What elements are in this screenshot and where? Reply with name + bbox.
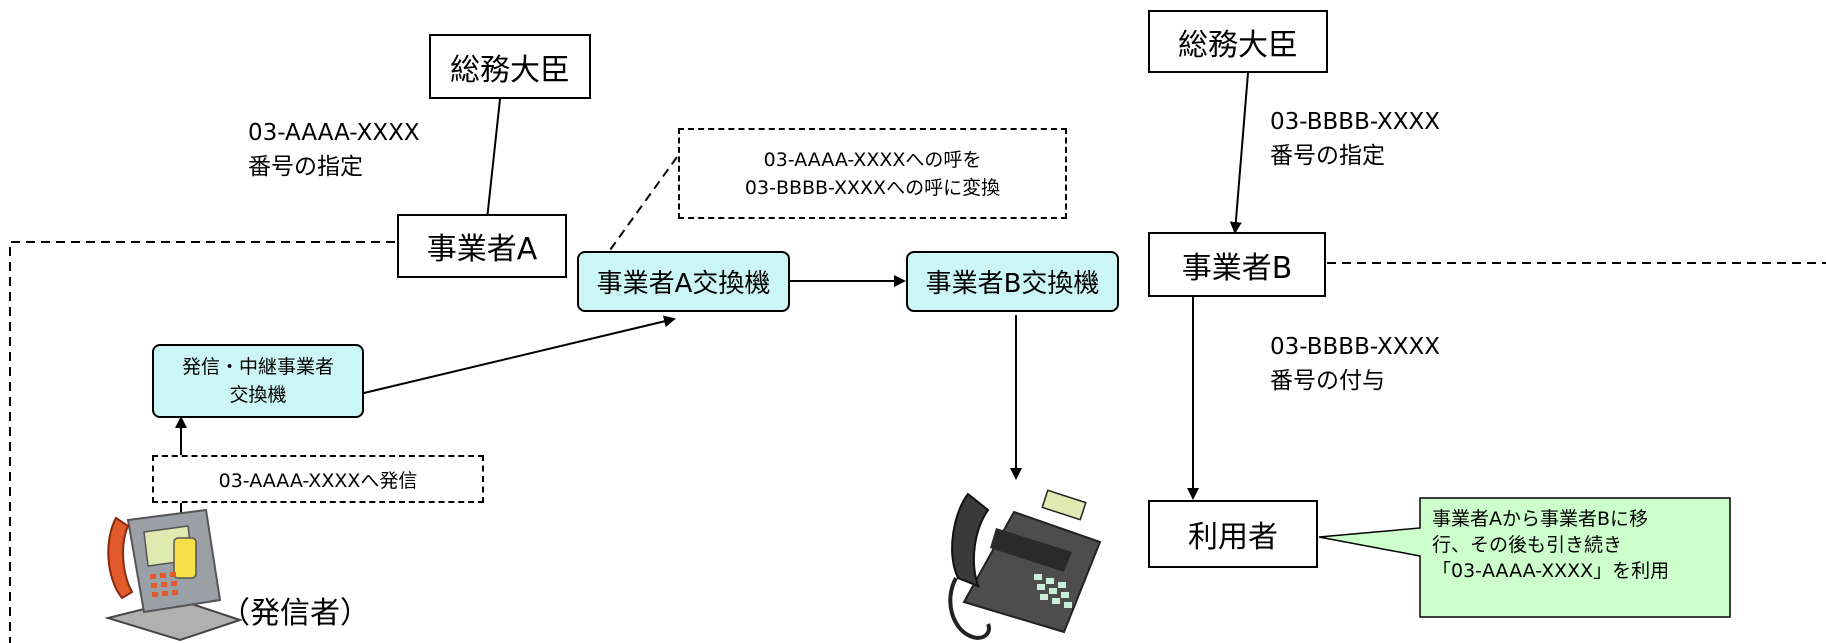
dial-note: 03-AAAA-XXXXへ発信 <box>152 455 484 503</box>
conversion-note-text: 03-AAAA-XXXXへの呼を 03-BBBB-XXXXへの呼に変換 <box>744 148 1001 199</box>
carrier-a-box: 事業者A <box>397 214 567 278</box>
carrier-a-boundary <box>9 241 395 643</box>
carrier-b-switch-label: 事業者B交換機 <box>925 269 1100 299</box>
callout-bubble <box>1318 497 1731 618</box>
conversion-note-leader <box>604 156 678 258</box>
minister-b-label: 総務大臣 <box>1178 27 1298 63</box>
number-grant-label: 03-BBBB-XXXX 番号の付与 <box>1270 334 1441 394</box>
user-box: 利用者 <box>1148 500 1318 568</box>
user-label: 利用者 <box>1188 520 1278 555</box>
arrow-minister-to-carrier-b <box>1229 72 1249 234</box>
payphone-icon <box>104 508 244 642</box>
minister-a-label: 総務大臣 <box>450 52 570 88</box>
arrow-relay-to-switch-a <box>363 315 676 394</box>
carrier-a-label: 事業者A <box>426 232 538 267</box>
caller-label: （発信者） <box>220 596 370 631</box>
relay-switch: 発信・中継事業者 交換機 <box>152 344 364 418</box>
carrier-a-switch-label: 事業者A交換機 <box>596 269 771 299</box>
migration-callout-text: 事業者Aから事業者Bに移 行、その後も引き続き 「03-AAAA-XXXX」を利… <box>1432 508 1670 582</box>
carrier-a-switch: 事業者A交換機 <box>577 251 790 312</box>
dial-note-text: 03-AAAA-XXXXへ発信 <box>218 469 418 492</box>
carrier-b-box: 事業者B <box>1148 232 1326 297</box>
minister-b-box: 総務大臣 <box>1148 10 1328 73</box>
minister-a-box: 総務大臣 <box>429 34 591 99</box>
number-assignment-a-label: 03-AAAA-XXXX 番号の指定 <box>248 120 420 180</box>
carrier-b-switch: 事業者B交換機 <box>906 251 1119 312</box>
relay-switch-label: 発信・中継事業者 交換機 <box>181 356 334 406</box>
conversion-note: 03-AAAA-XXXXへの呼を 03-BBBB-XXXXへの呼に変換 <box>678 128 1067 219</box>
desk-phone-icon <box>948 489 1102 640</box>
carrier-b-label: 事業者B <box>1181 250 1293 286</box>
number-assignment-b-label: 03-BBBB-XXXX 番号の指定 <box>1270 109 1441 169</box>
